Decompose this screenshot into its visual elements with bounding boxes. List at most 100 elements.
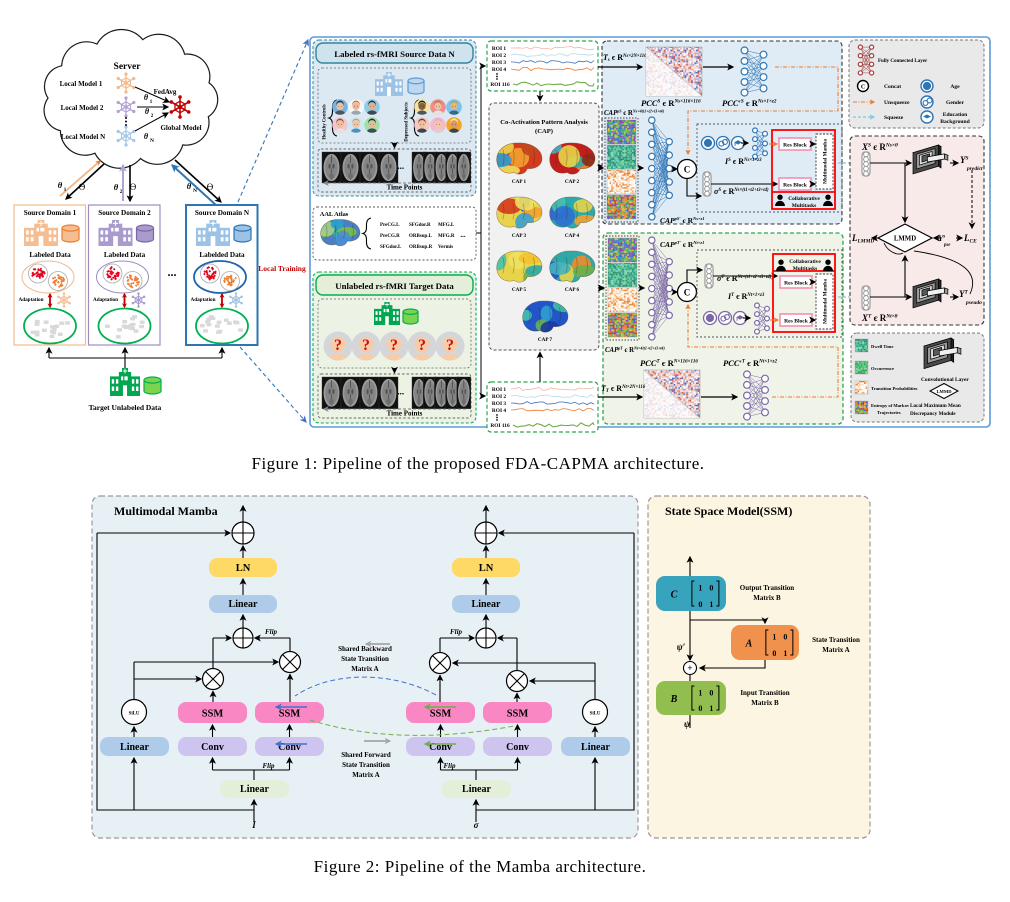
svg-text:SSM: SSM [430, 708, 452, 719]
svg-text:ROI 4: ROI 4 [492, 67, 507, 73]
svg-text:Entropy of Markov: Entropy of Markov [871, 403, 910, 408]
svg-text:Local Model 1: Local Model 1 [60, 80, 103, 88]
svg-text:Time Points: Time Points [387, 410, 423, 418]
svg-text:Labelded Data: Labelded Data [199, 251, 245, 259]
svg-text:Matrix A: Matrix A [822, 646, 849, 654]
svg-text:Dwell Time: Dwell Time [871, 344, 893, 349]
svg-text:1: 1 [709, 600, 713, 609]
svg-text:MFG.L: MFG.L [438, 223, 455, 228]
svg-text:Discrepancy Module: Discrepancy Module [910, 411, 956, 417]
svg-text:Background: Background [940, 119, 970, 125]
svg-text:θ: θ [144, 93, 149, 102]
svg-text:Multimodal Mamba: Multimodal Mamba [823, 279, 829, 324]
svg-text:LCE: LCE [963, 233, 977, 244]
svg-text:SFGdor.R: SFGdor.R [409, 223, 431, 228]
svg-text:Res Block: Res Block [783, 183, 808, 189]
svg-text:N: N [150, 138, 154, 144]
svg-text:N: N [193, 188, 197, 194]
svg-text:PCCS є RNs×116×116: PCCS є RNs×116×116 [641, 98, 701, 108]
svg-text:Healthy Controls: Healthy Controls [323, 104, 328, 139]
svg-text:Convolutional Layer: Convolutional Layer [921, 377, 969, 383]
svg-text:Unsqueeze: Unsqueeze [884, 100, 910, 106]
svg-text:Linear: Linear [472, 599, 501, 610]
svg-text:pseudo: pseudo [965, 300, 982, 306]
svg-text:SFGdor.L: SFGdor.L [380, 245, 402, 250]
svg-text:Linear: Linear [462, 784, 491, 795]
svg-text:Ɵ: Ɵ [207, 182, 214, 192]
svg-text:CAPpS′ є RNs×z1: CAPpS′ є RNs×z1 [660, 216, 705, 225]
svg-text:LMMD: LMMD [936, 389, 952, 394]
svg-text:0: 0 [783, 633, 787, 642]
svg-text:PreCG.R: PreCG.R [380, 234, 400, 239]
svg-text:Conv: Conv [278, 742, 301, 753]
svg-text:ORBsup.L: ORBsup.L [409, 234, 433, 239]
svg-text:C: C [684, 165, 691, 175]
svg-text:State Transition: State Transition [342, 761, 390, 769]
svg-text:Time Points: Time Points [387, 184, 423, 192]
svg-text:Concat: Concat [884, 84, 901, 90]
svg-text:?: ? [390, 337, 398, 354]
svg-text:Trajectories: Trajectories [877, 410, 901, 415]
svg-text:Squeeze: Squeeze [884, 115, 904, 121]
svg-text:ψ: ψ [684, 719, 691, 729]
svg-text:Server: Server [114, 62, 142, 72]
svg-text:CAPpT′ є RNt×z1: CAPpT′ є RNt×z1 [660, 240, 704, 249]
svg-text:XT є RNt×θ: XT є RNt×θ [861, 313, 898, 323]
svg-text:CAP 5: CAP 5 [512, 287, 527, 293]
svg-text:Res Block: Res Block [784, 319, 809, 325]
svg-text:Global Model: Global Model [160, 124, 201, 132]
svg-text:Conv: Conv [429, 742, 452, 753]
svg-text:ROI 3: ROI 3 [492, 401, 507, 407]
svg-text:1: 1 [150, 100, 153, 105]
svg-text:Input Transition: Input Transition [740, 689, 789, 697]
svg-text:2: 2 [120, 190, 123, 195]
svg-text:MFG.R: MFG.R [438, 234, 455, 239]
svg-text:Ts є RNs×2N×116: Ts є RNs×2N×116 [603, 53, 647, 63]
svg-text:PCCT є RN×116×116: PCCT є RN×116×116 [640, 358, 698, 368]
svg-text:Linear: Linear [240, 784, 269, 795]
svg-text:...: ... [168, 265, 177, 279]
svg-text:Linear: Linear [229, 599, 258, 610]
svg-text:IT є RNt×1×z3: IT є RNt×1×z3 [727, 292, 765, 301]
svg-text:Res Block: Res Block [784, 281, 809, 287]
svg-text:σ: σ [474, 820, 480, 830]
svg-text:ROI 116: ROI 116 [490, 82, 510, 88]
svg-text:ROI 3: ROI 3 [492, 60, 507, 66]
svg-text:Res Block: Res Block [783, 143, 808, 149]
svg-text:Multimodal Mamba: Multimodal Mamba [823, 139, 829, 184]
svg-text:Figure 1: Pipeline of the prop: Figure 1: Pipeline of the proposed FDA-C… [252, 454, 705, 473]
svg-text:predict: predict [966, 166, 983, 172]
svg-text:State Transition: State Transition [341, 655, 389, 663]
svg-text:SiLU: SiLU [129, 712, 140, 717]
svg-text:Flip: Flip [450, 628, 463, 636]
svg-text:ROI 4: ROI 4 [492, 408, 507, 414]
svg-text:Flip: Flip [443, 762, 456, 770]
svg-text:CAP 4: CAP 4 [565, 233, 580, 239]
svg-text:Conv: Conv [506, 742, 529, 753]
svg-text:0: 0 [709, 688, 713, 697]
svg-text:Multitasks: Multitasks [792, 203, 817, 209]
svg-text:LN: LN [236, 563, 251, 574]
svg-text:CAP 1: CAP 1 [512, 179, 527, 185]
svg-text:Co-Activation Pattern Analysis: Co-Activation Pattern Analysis [500, 119, 588, 126]
svg-text:B: B [670, 694, 678, 705]
svg-text:CAP 2: CAP 2 [565, 179, 580, 185]
svg-text:?: ? [334, 337, 342, 354]
svg-text:...: ... [397, 161, 404, 171]
svg-text:Transition Probabilities: Transition Probabilities [871, 386, 918, 391]
svg-text:YS: YS [960, 155, 969, 165]
svg-text:...: ... [397, 386, 404, 396]
svg-text:Ɵ: Ɵ [130, 182, 137, 192]
svg-text:CAPpS є RNs×4(t1+t2+t3+t4): CAPpS є RNs×4(t1+t2+t3+t4) [604, 108, 665, 117]
svg-text:1: 1 [698, 688, 702, 697]
svg-text:Matrix A: Matrix A [352, 771, 379, 779]
svg-text:Source Domain 1: Source Domain 1 [24, 209, 77, 217]
svg-text:Ys: Ys [938, 233, 945, 243]
svg-text:Local Maximum Mean: Local Maximum Mean [910, 403, 961, 409]
svg-text:IS є RNs×1×z3: IS є RNs×1×z3 [724, 157, 762, 166]
svg-text:Flip: Flip [265, 628, 278, 636]
svg-text:+: + [687, 663, 692, 673]
svg-text:SiLU: SiLU [590, 712, 601, 717]
svg-text:LLMMD: LLMMD [851, 233, 874, 244]
svg-text:ROI 116: ROI 116 [490, 423, 510, 429]
